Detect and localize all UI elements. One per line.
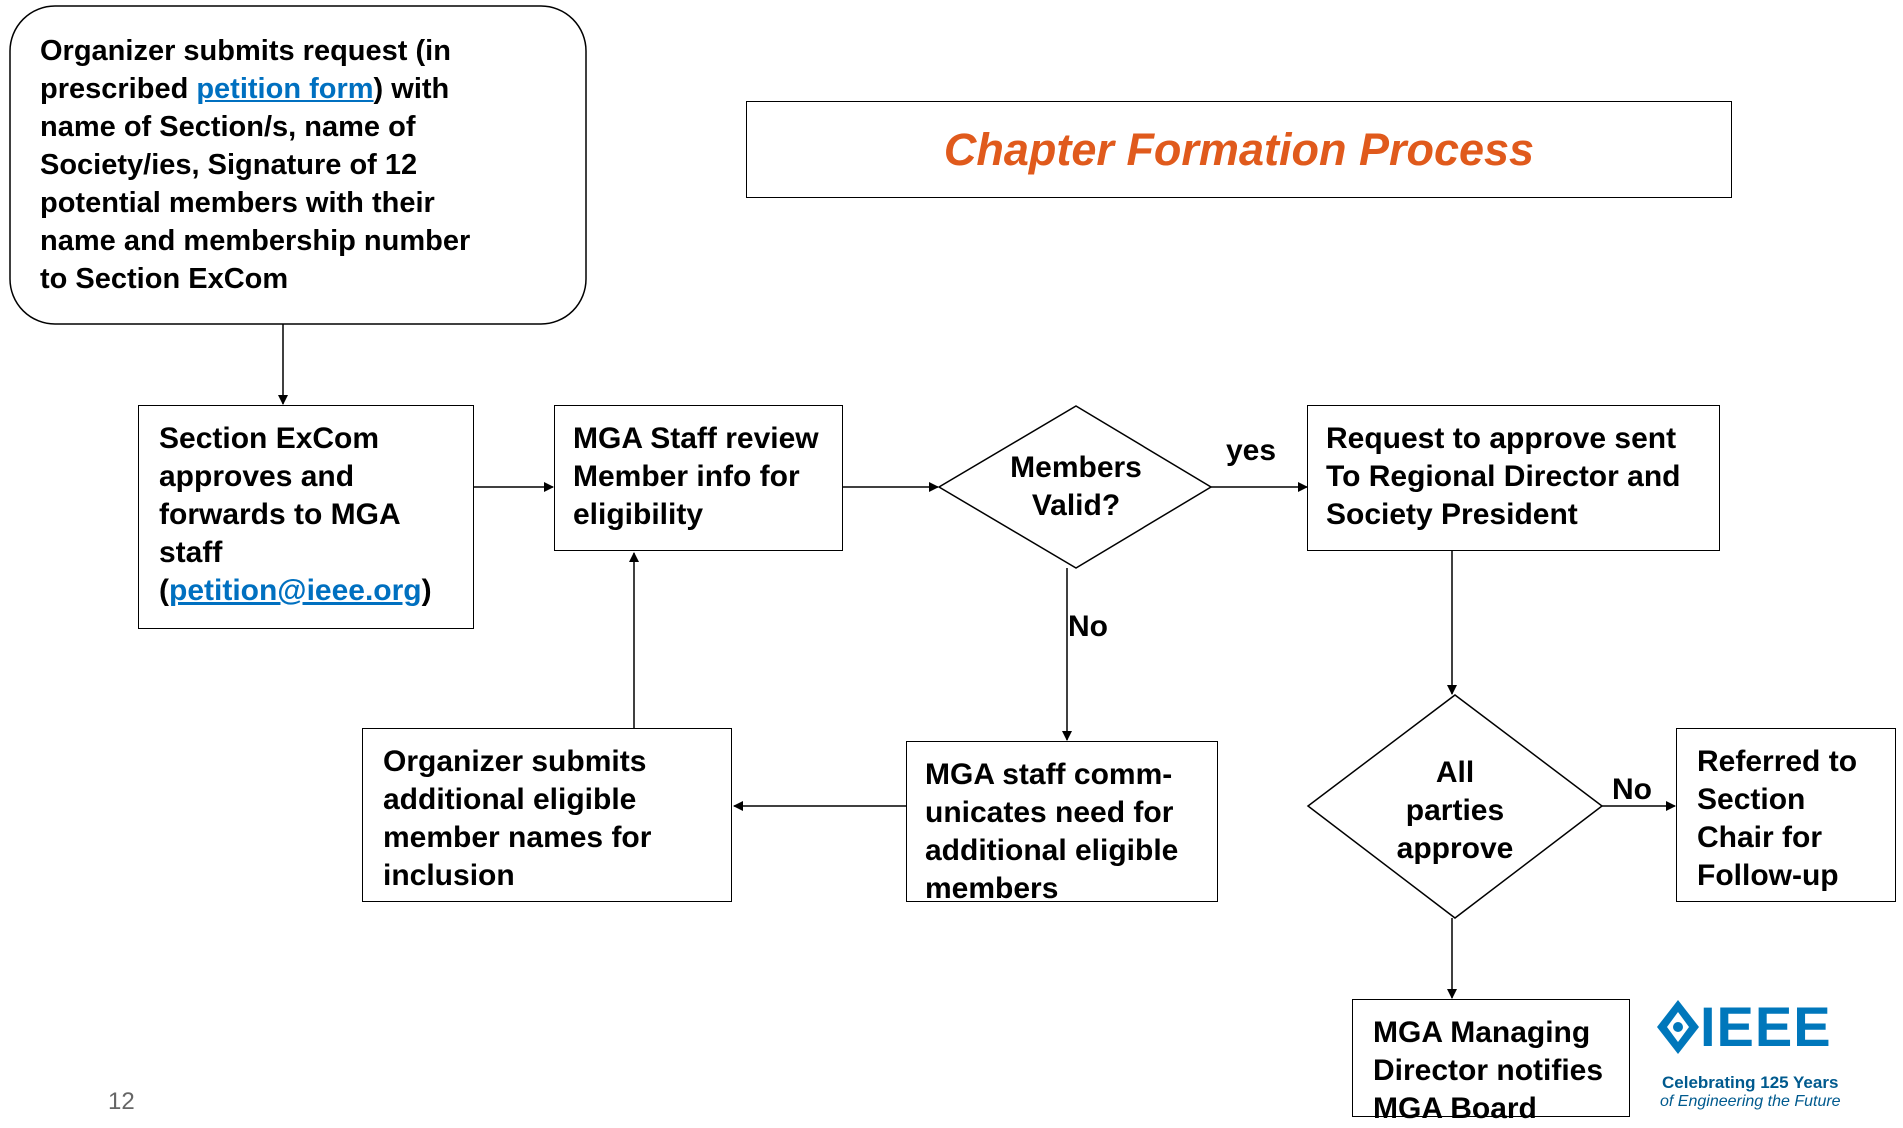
referred-node: Referred to Section Chair for Follow-up [1676, 728, 1896, 902]
communicate-node: MGA staff comm- unicates need for additi… [906, 741, 1218, 905]
valid-diamond-shape [937, 405, 1213, 569]
review-node: MGA Staff review Member info for eligibi… [554, 405, 843, 551]
ieee-diamond-icon [1657, 1000, 1699, 1054]
petition-email-link[interactable]: petition@ieee.org [169, 574, 422, 607]
approve-decision-label: All parties approve [1396, 756, 1514, 865]
notify-node: MGA Managing Director notifies MGA Board [1352, 999, 1630, 1125]
logo-tagline: Celebrating 125 Years [1662, 1073, 1839, 1092]
valid-decision-label: Members Valid? [1010, 451, 1142, 522]
start-node-text-post: ) with name of Section/s, name of Societ… [40, 73, 471, 295]
start-node: Organizer submits request (in prescribed… [40, 32, 570, 298]
resubmit-node: Organizer submits additional eligible me… [362, 728, 732, 902]
title-box: Chapter Formation Process [746, 101, 1732, 198]
logo-tagline-sub: of Engineering the Future [1660, 1093, 1841, 1110]
no-label-approve: No [1612, 773, 1652, 806]
page-title: Chapter Formation Process [943, 123, 1535, 175]
start-box-shape [9, 5, 587, 325]
excom-node: Section ExCom approves and forwards to M… [138, 405, 474, 629]
start-node-text-pre: Organizer submits request (in prescribed [40, 35, 451, 105]
petition-form-link[interactable]: petition form [196, 73, 374, 105]
request-node: Request to approve sent To Regional Dire… [1307, 405, 1720, 551]
no-label-valid: No [1068, 610, 1108, 643]
excom-text-post: ) [421, 574, 432, 607]
page-number: 12 [108, 1088, 135, 1115]
yes-label: yes [1226, 434, 1277, 467]
excom-text-pre: Section ExCom approves and forwards to M… [159, 422, 401, 607]
ieee-logo-text: IEEE [1700, 995, 1832, 1058]
approve-diamond-shape [1306, 694, 1604, 919]
